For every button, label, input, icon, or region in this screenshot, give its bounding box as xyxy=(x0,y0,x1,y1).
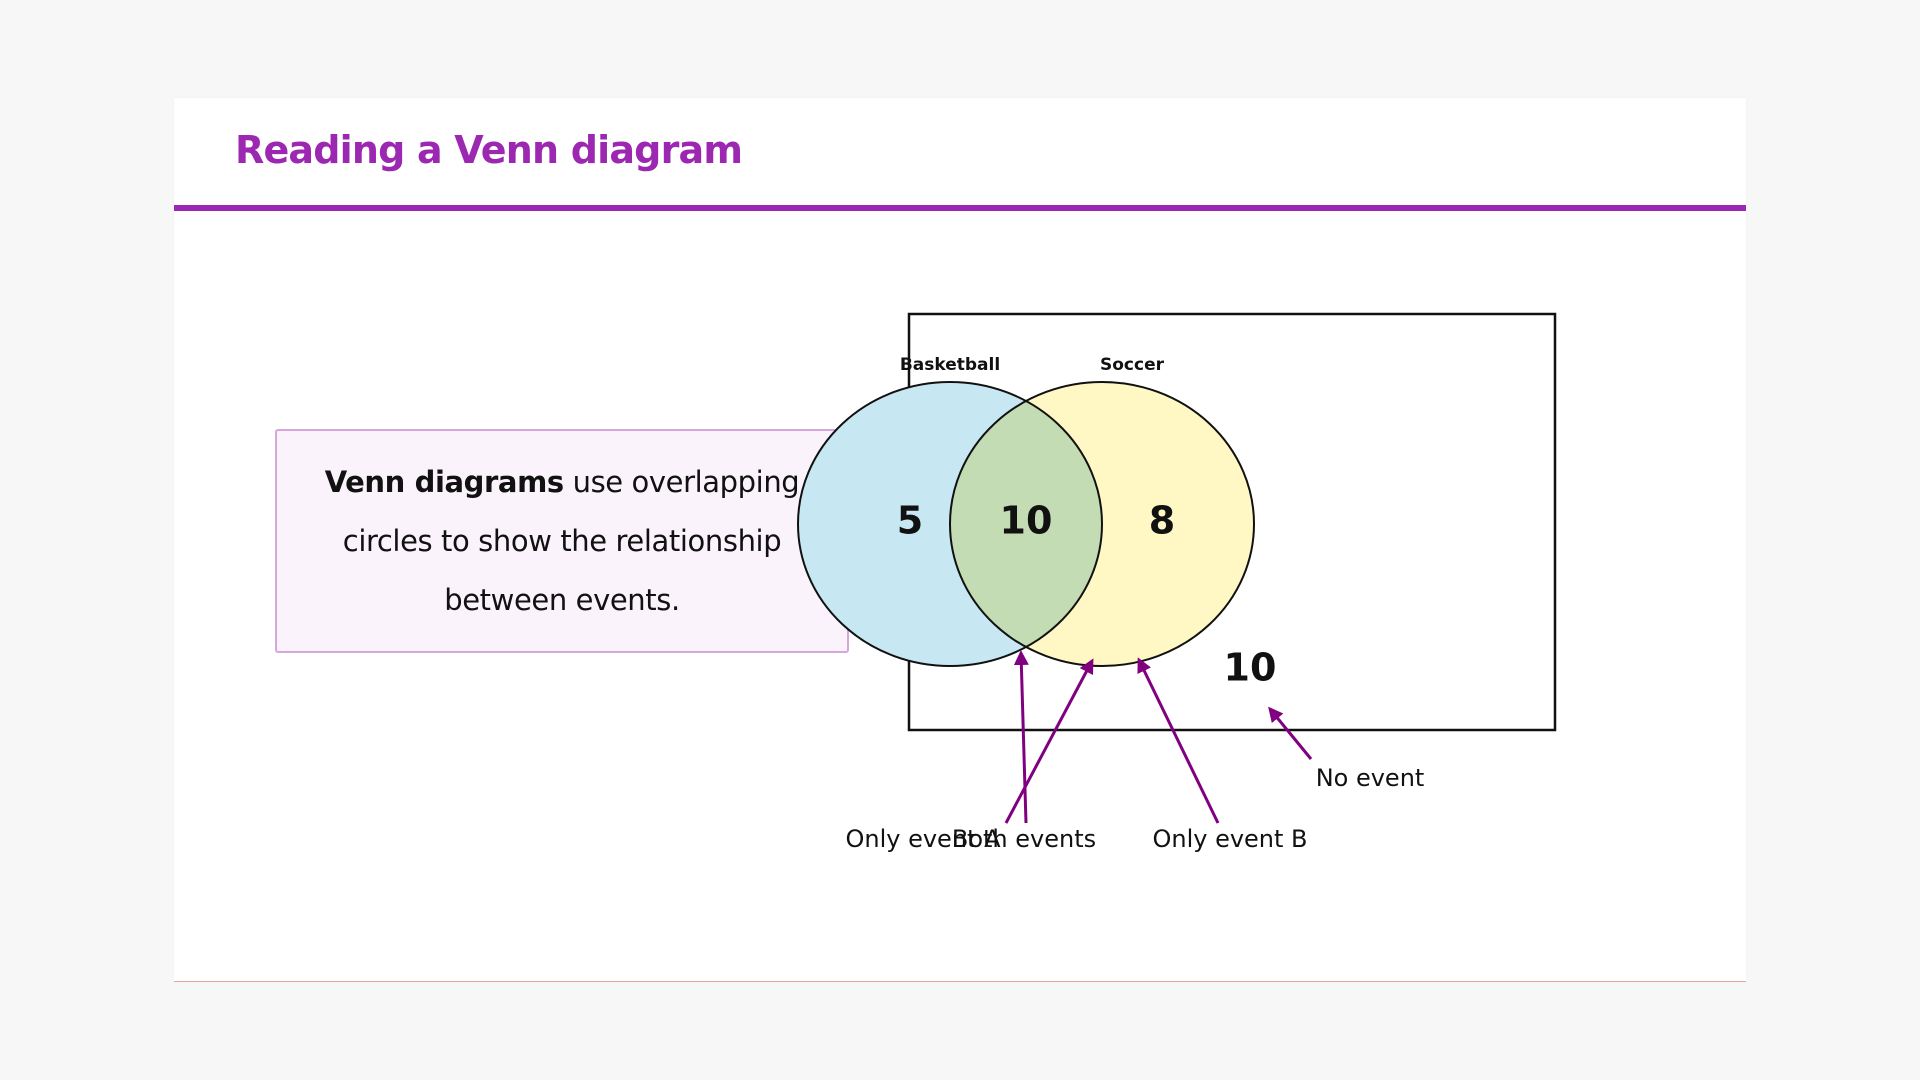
definition-term: Venn diagrams xyxy=(324,464,564,499)
circle-soccer-outline xyxy=(949,381,1255,667)
arrow-only-b xyxy=(1137,657,1220,824)
count-only-b: 8 xyxy=(1149,499,1175,543)
label-basketball: Basketball xyxy=(900,355,1000,375)
definition-box: Venn diagrams use overlapping circles to… xyxy=(275,429,849,653)
callout-both: Both events xyxy=(952,825,1096,853)
circle-basketball-outline xyxy=(797,381,1103,667)
arrow-both xyxy=(1013,650,1029,824)
callout-neither: No event xyxy=(1316,764,1425,792)
definition-text: Venn diagrams use overlapping circles to… xyxy=(277,453,847,630)
callout-only-b: Only event B xyxy=(1152,825,1307,853)
definition-rest: use overlapping circles to show the rela… xyxy=(342,464,800,617)
callout-only-a: Only event A xyxy=(845,825,1001,853)
overlap-region xyxy=(950,382,1102,666)
count-both: 10 xyxy=(1000,499,1053,543)
count-only-a: 5 xyxy=(897,499,923,543)
arrow-only-a xyxy=(1004,658,1094,824)
slide: Reading a Venn diagram Venn diagrams use… xyxy=(174,98,1746,982)
title-divider xyxy=(174,205,1746,211)
arrow-neither xyxy=(1268,706,1313,760)
label-soccer: Soccer xyxy=(1100,355,1165,375)
slide-title: Reading a Venn diagram xyxy=(235,128,743,172)
count-neither: 10 xyxy=(1224,646,1277,690)
venn-diagram: Basketball Soccer 5 10 8 10 Only event A… xyxy=(797,312,1557,853)
